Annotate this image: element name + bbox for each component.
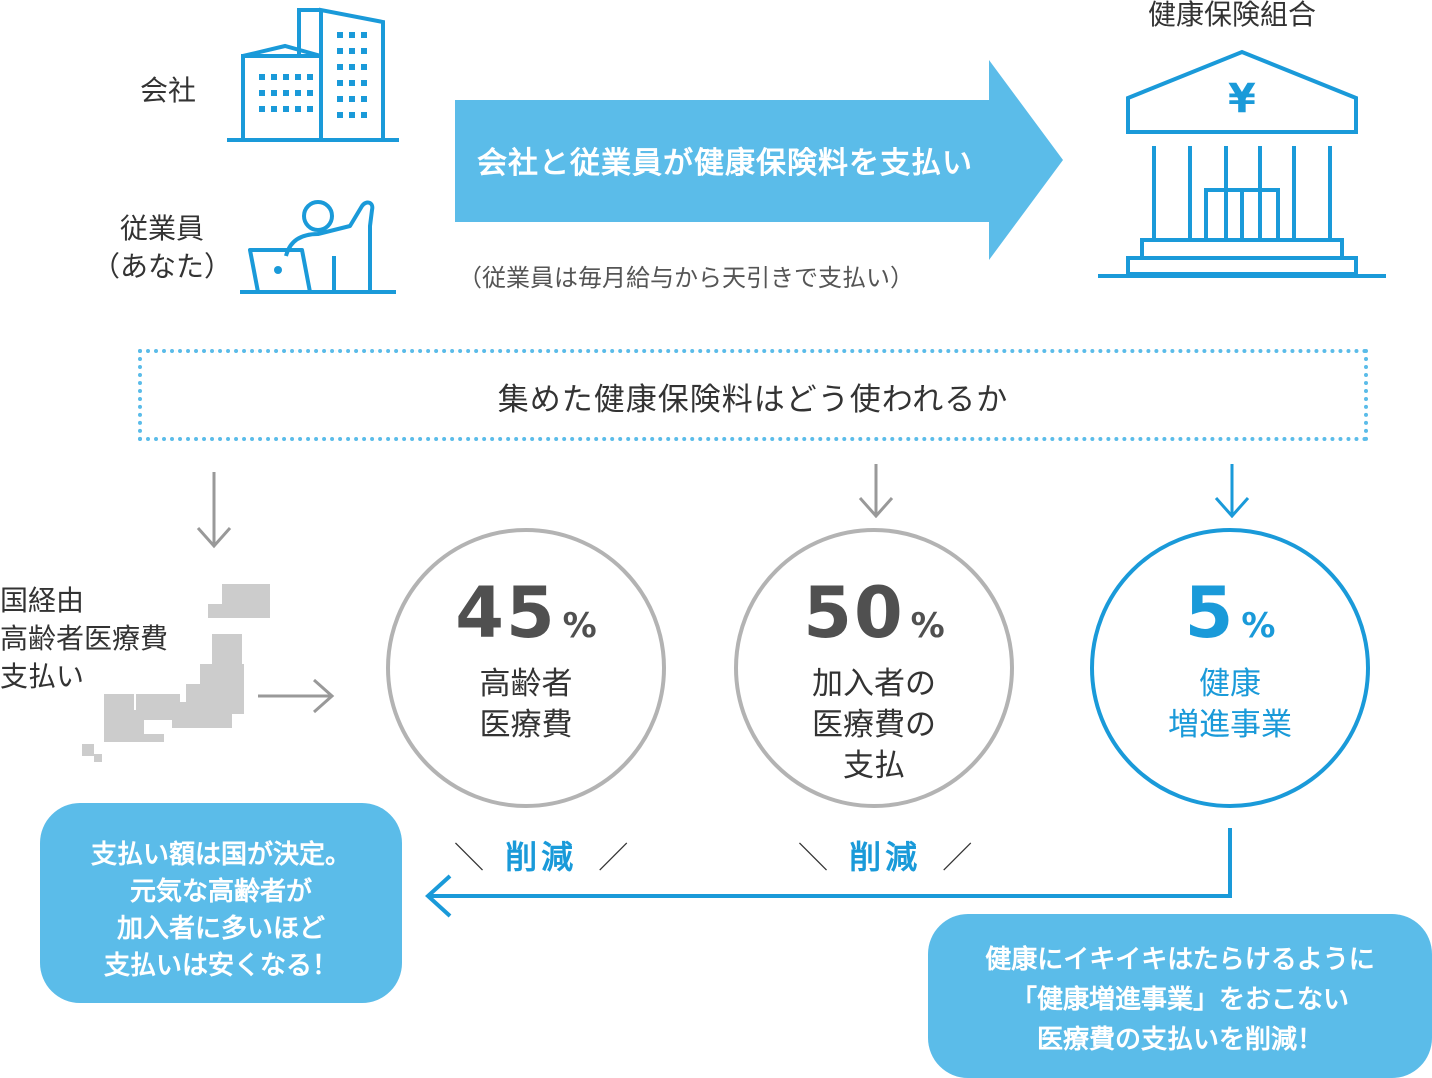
percent-sign: % [1241,606,1276,646]
segment-percent: 50% [738,572,1010,654]
japan-map-icon [82,584,270,762]
segment-name-line: 増進事業 [1168,707,1292,743]
state-payment-label: 国経由 高齢者医療費 支払い [0,582,168,696]
company-label: 会社 [140,74,197,107]
reduction-text: 削減 [505,838,578,876]
usage-question-text: 集めた健康保険料はどう使われるか [497,382,1009,418]
employee-laptop-icon [240,200,396,294]
office-building-icon [227,7,399,142]
yen-symbol: ¥ [1228,76,1256,122]
segment-percent-value: 50 [803,572,905,654]
bubble-line: 加入者に多いほど [116,914,325,944]
reduction-text: 削減 [849,838,922,876]
segment-percent: 45% [390,572,662,654]
segment-circle-health: 5% 健康 増進事業 [1090,528,1370,808]
payment-note: （従業員は毎月給与から天引きで支払い） [458,264,914,292]
bubble-line: 元気な高齢者が [129,877,312,907]
reduction-arrow [425,828,1232,918]
reduction-slash-left: ＼ [798,841,828,876]
state-payment-line2: 高齢者医療費 [0,622,169,655]
segment-circle-members: 50% 加入者の 医療費の 支払 [734,528,1014,808]
segment-name-line: 高齢者 [479,666,573,702]
bank-building-icon [1098,49,1386,278]
bubble-line: 支払い額は国が決定。 [90,840,351,870]
segment-name: 加入者の 医療費の 支払 [738,664,1010,787]
segment-circle-elderly: 45% 高齢者 医療費 [386,528,666,808]
right-arrow-icon [258,678,335,714]
reduction-label-members: ＼ 削減 ／ [798,832,972,878]
employee-label: 従業員 （あなた） [92,210,232,286]
employee-label-line2: （あなた） [92,250,233,283]
segment-percent: 5% [1094,572,1366,654]
bubble-line: 支払いは安くなる！ [103,951,338,981]
union-label: 健康保険組合 [1148,0,1317,31]
employee-label-line1: 従業員 [119,212,204,245]
segment-name-line: 健康 [1199,666,1261,702]
segment-percent-value: 45 [455,572,557,654]
reduction-slash-right: ／ [598,841,629,876]
payment-arrow-text: 会社と従業員が健康保険料を支払い [477,146,973,181]
segment-name-line: 医療費の [812,707,936,743]
percent-sign: % [562,606,597,646]
bubble-line: 健康にイキイキはたらけるように [985,945,1375,975]
bubble-line: 医療費の支払いを削減！ [1036,1025,1323,1055]
segment-name-line: 加入者の [812,666,936,702]
percent-sign: % [910,606,945,646]
down-arrow-icon [1214,464,1250,518]
reduction-slash-right: ／ [942,841,973,876]
note-bubble-left: 支払い額は国が決定。 元気な高齢者が 加入者に多いほど 支払いは安くなる！ [40,803,402,1003]
segment-percent-value: 5 [1184,572,1236,654]
state-payment-line1: 国経由 [0,584,85,617]
segment-name-line: 医療費 [479,707,573,743]
down-arrow-icon [858,464,894,518]
reduction-slash-left: ＼ [454,841,484,876]
bubble-line: 「健康増進事業」をおこない [1010,985,1349,1015]
note-bubble-right: 健康にイキイキはたらけるように 「健康増進事業」をおこない 医療費の支払いを削減… [928,914,1432,1078]
segment-name: 健康 増進事業 [1094,664,1366,746]
usage-question-box [138,349,1368,441]
down-arrow-icon [196,472,232,549]
payment-arrow [455,60,1063,260]
state-payment-line3: 支払い [0,660,85,693]
segment-name-line: 支払 [843,748,905,784]
reduction-label-elderly: ＼ 削減 ／ [454,832,628,878]
segment-name: 高齢者 医療費 [390,664,662,746]
